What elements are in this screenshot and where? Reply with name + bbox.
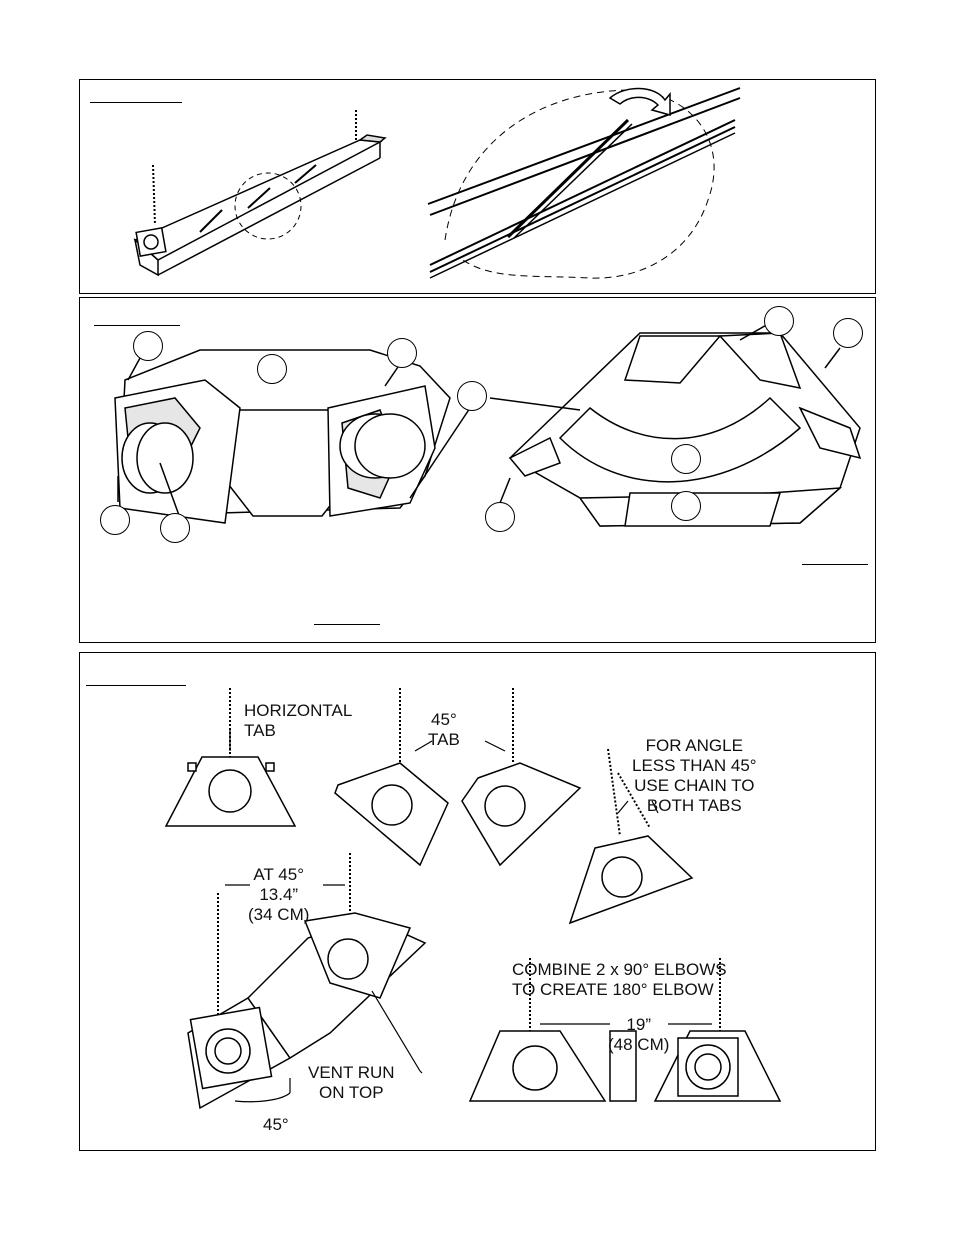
elbow-assembly-left <box>114 349 451 524</box>
figure-2-note-center-underline <box>314 624 380 625</box>
callout-circle-icon <box>833 318 863 348</box>
straight-vent-section <box>133 134 387 277</box>
callout-circle-icon <box>160 513 190 543</box>
figure-2-panel <box>79 297 876 643</box>
elbow-at-45-assembly <box>187 912 427 1110</box>
figure-2-drawing <box>114 322 862 527</box>
at-45-dimension-label: AT 45°13.4”(34 CM) <box>248 865 310 924</box>
callout-circle-icon <box>671 444 701 474</box>
rotate-arrow-icon <box>608 87 671 116</box>
elbow-45-right <box>461 762 582 867</box>
callout-circle-icon <box>257 354 287 384</box>
cross-braces <box>199 164 317 233</box>
elbow-assembly-right <box>508 332 862 527</box>
figure-2-caption-underline <box>94 325 180 326</box>
detail-zoom <box>427 87 741 279</box>
callout-circle-icon <box>100 505 130 535</box>
angle-45-label: 45° <box>263 1115 289 1134</box>
figure-1-panel <box>79 79 876 294</box>
elbow-180-assembly <box>468 1030 782 1102</box>
callout-circle-icon <box>133 331 163 361</box>
chain-icon <box>152 110 357 226</box>
figure-1-caption-underline <box>90 102 182 103</box>
figure-3-drawing <box>164 688 782 1110</box>
elbow-45-left <box>334 762 449 867</box>
horizontal-elbow <box>164 756 297 827</box>
detail-circle <box>234 172 302 240</box>
elbow-less-45 <box>568 835 694 925</box>
dimension-lines <box>225 729 712 1103</box>
vent-end-flange <box>135 227 167 257</box>
tab-45-label: 45°TAB <box>428 710 460 749</box>
callout-circle-icon <box>764 306 794 336</box>
callout-circle-icon <box>671 491 701 521</box>
callout-circle-icon <box>485 502 515 532</box>
figure-3-caption-underline <box>86 685 186 686</box>
figure-2-note-right-underline <box>802 564 868 565</box>
figure-1-drawing <box>133 87 741 279</box>
callout-circle-icon <box>457 381 487 411</box>
callout-circle-icon <box>387 338 417 368</box>
dimension-19-label: 19”(48 CM) <box>608 1015 670 1054</box>
